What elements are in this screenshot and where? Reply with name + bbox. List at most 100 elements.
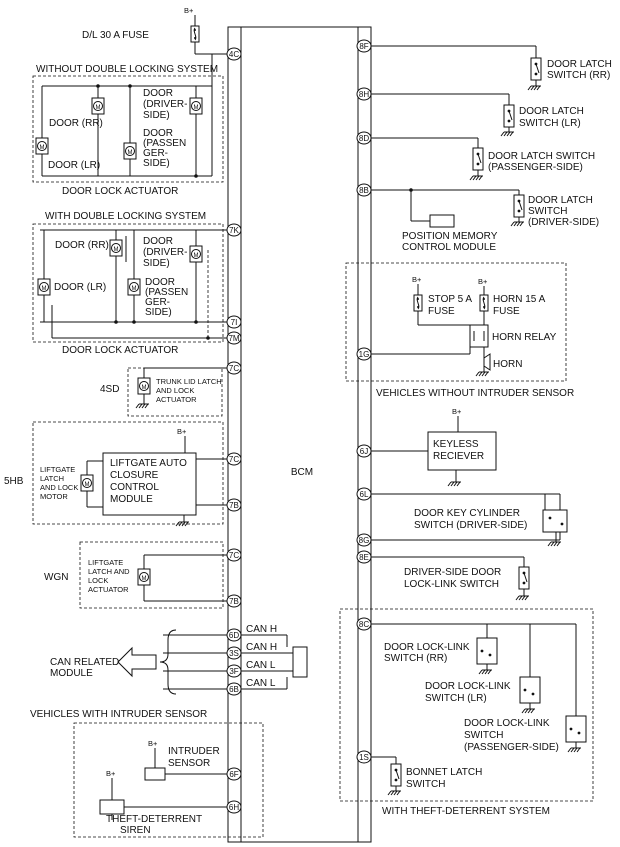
svg-text:8H: 8H <box>359 90 369 99</box>
pin-7m: 7M <box>226 331 242 345</box>
label-wgn: WGN <box>44 572 68 583</box>
svg-text:8B: 8B <box>359 186 369 195</box>
pin-7i: 7I <box>226 315 242 329</box>
ground-icon <box>510 221 525 227</box>
pin-6f: 6F <box>226 767 242 781</box>
ground-icon <box>475 371 490 377</box>
bcm-title: BCM <box>291 467 313 478</box>
door-lock-actuator-label-1: DOOR LOCK ACTUATOR <box>62 186 178 197</box>
svg-text:6B: 6B <box>229 685 239 694</box>
pin-8d: 8D <box>356 131 372 145</box>
motor-icon <box>189 245 203 263</box>
with-dl-title: WITH DOUBLE LOCKING SYSTEM <box>45 211 206 222</box>
arrow-left-icon <box>117 646 157 678</box>
switch-icon <box>472 147 484 171</box>
svg-text:6L: 6L <box>360 490 369 499</box>
svg-text:7B: 7B <box>229 501 239 510</box>
pin-8e: 8E <box>356 550 372 564</box>
svg-text:7B: 7B <box>229 597 239 606</box>
switch-icon <box>518 566 530 590</box>
bcm-block: BCM <box>227 26 372 843</box>
svg-text:8C: 8C <box>359 620 369 629</box>
ground-icon <box>500 131 515 137</box>
pin-7c-4sd: 7C <box>226 361 242 375</box>
svg-text:B+: B+ <box>478 277 488 286</box>
dl-fuse-label: D/L 30 A FUSE <box>82 30 149 41</box>
pin-6h: 6H <box>226 800 242 814</box>
door-lock-actuator-label-2: DOOR LOCK ACTUATOR <box>62 345 178 356</box>
svg-text:CAN L: CAN L <box>246 678 276 689</box>
svg-text:6D: 6D <box>229 631 239 640</box>
pin-1s: 1S <box>356 750 372 764</box>
svg-text:B+: B+ <box>106 769 116 778</box>
ground-icon <box>547 541 562 547</box>
pin-8c: 8C <box>356 617 372 631</box>
fuse-icon <box>479 294 489 312</box>
pin-7b-5hb: 7B <box>226 498 242 512</box>
intruder-title: VEHICLES WITH INTRUDER SENSOR <box>30 709 207 720</box>
pin-7c-wgn: 7C <box>226 548 242 562</box>
without-intruder-label: VEHICLES WITHOUT INTRUDER SENSOR <box>376 388 574 399</box>
ground-icon <box>478 669 493 675</box>
svg-text:CAN L: CAN L <box>246 660 276 671</box>
pin-6d: 6D <box>226 628 242 642</box>
bcm-right-pins: 8F 8H 8D 8B 1G 6J 6L 8G 8E 8C 1S <box>356 39 372 764</box>
svg-text:8G: 8G <box>359 536 370 545</box>
bplus-dl: B+ <box>184 6 194 15</box>
switch-icon <box>530 57 542 81</box>
switch-icon <box>390 763 402 787</box>
svg-text:8D: 8D <box>359 134 369 143</box>
svg-text:7C: 7C <box>229 551 239 560</box>
pin-8f: 8F <box>356 39 372 53</box>
svg-text:DOOR(DRIVER-SIDE): DOOR(DRIVER-SIDE) <box>143 236 187 269</box>
without-double-locking-group: WITHOUT DOUBLE LOCKING SYSTEM DOOR (RR) … <box>32 54 224 197</box>
motor-icon <box>91 97 105 115</box>
motor-icon <box>109 239 123 257</box>
svg-text:3F: 3F <box>229 667 238 676</box>
svg-text:DOOR(PASSENGER-SIDE): DOOR(PASSENGER-SIDE) <box>145 277 188 318</box>
w-door-rr: DOOR (RR) <box>55 240 109 251</box>
motor-icon <box>137 568 151 586</box>
ground-icon <box>469 175 484 181</box>
svg-text:1G: 1G <box>359 350 370 359</box>
pin-1g: 1G <box>356 347 372 361</box>
ground-icon <box>567 747 582 753</box>
motor-icon <box>137 377 151 395</box>
ground-icon <box>135 403 150 409</box>
svg-text:HORN: HORN <box>493 359 522 370</box>
motor-icon <box>127 278 141 296</box>
pin-6l: 6L <box>356 487 372 501</box>
with-double-locking-group: WITH DOUBLE LOCKING SYSTEM DOOR (RR) DOO… <box>32 211 227 356</box>
pin-7k: 7K <box>226 223 242 237</box>
latch-switch-passenger: DOOR LATCH SWITCH(PASSENGER-SIDE) <box>371 137 595 181</box>
motor-icon <box>189 97 203 115</box>
svg-text:8E: 8E <box>359 553 369 562</box>
svg-text:8F: 8F <box>359 42 368 51</box>
svg-text:CAN H: CAN H <box>246 624 277 635</box>
svg-text:DOOR LATCH SWITCH(PASSENGER-SI: DOOR LATCH SWITCH(PASSENGER-SIDE) <box>488 151 595 173</box>
ground-icon <box>447 481 462 487</box>
